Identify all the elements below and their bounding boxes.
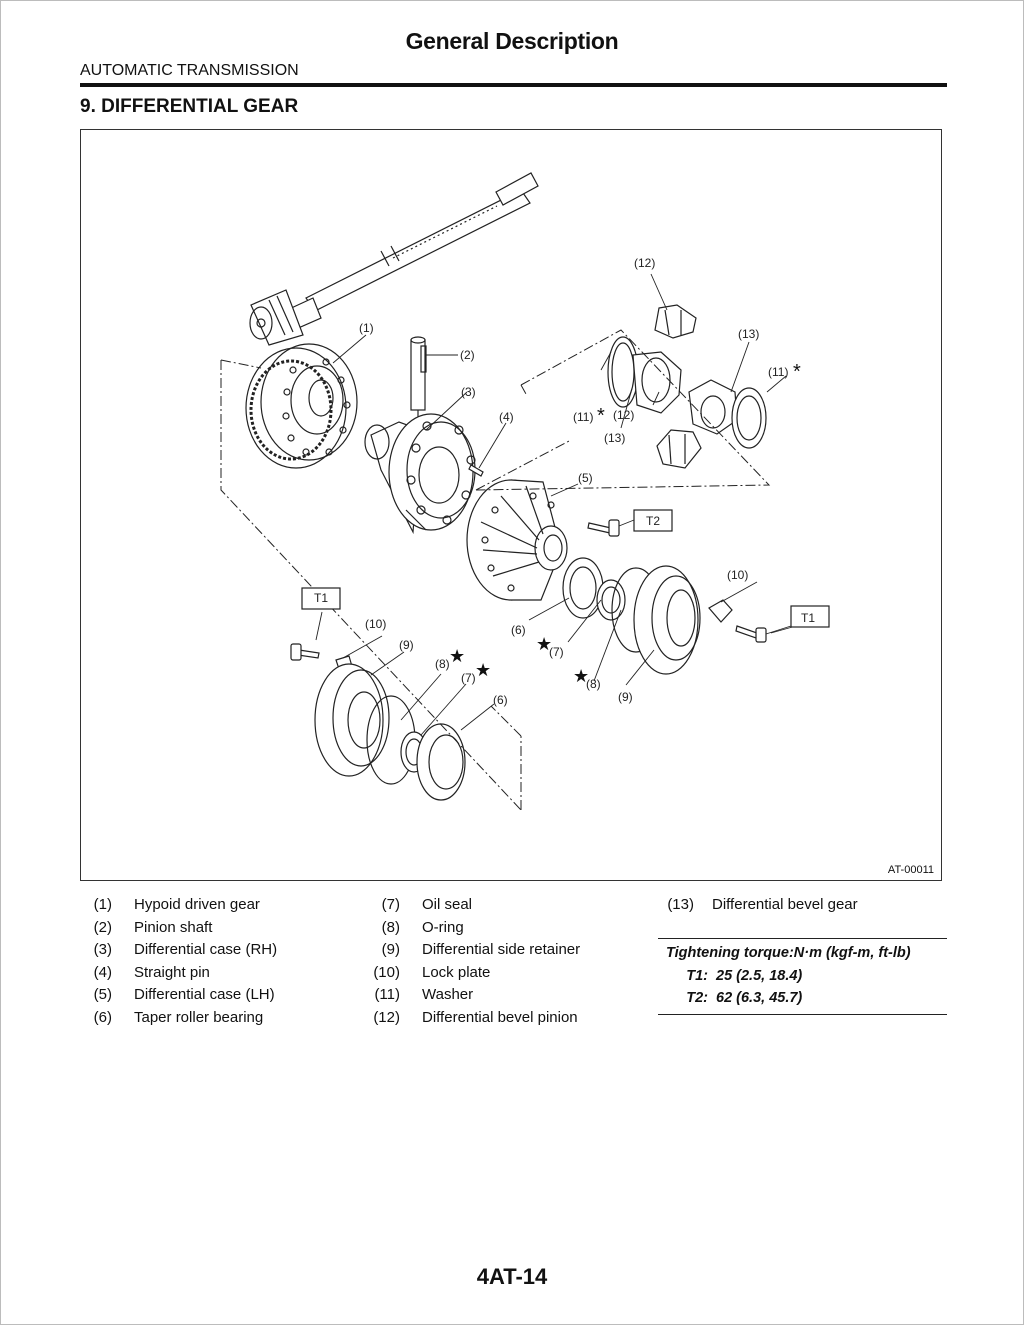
asterisk-mark-11-left: * — [597, 405, 605, 427]
callout-13-top: (13) — [738, 327, 759, 341]
callout-3: (3) — [461, 385, 476, 399]
legend-text: Taper roller bearing — [134, 1008, 264, 1026]
page-header-title: General Description — [405, 28, 619, 54]
legend-text: Differential bevel gear — [712, 896, 858, 913]
torque-tag-box-t2 — [633, 509, 673, 532]
torque-title: Tightening torque:N·m (kgf-m, ft-lb) — [666, 945, 911, 961]
legend-text: Lock plate — [422, 963, 491, 981]
diagram-drawing: (1) (2) (3) (4) (5) (6) (7) (8) (9) (10)… — [220, 172, 830, 811]
callout-7-right: (7) — [549, 645, 564, 659]
callout-8-right: (8) — [586, 677, 601, 691]
straight-pin-drawing — [468, 464, 484, 477]
legend-text: Differential case (RH) — [134, 941, 278, 959]
torque-tag-box-t1-left — [301, 587, 341, 610]
callout-10-right: (10) — [727, 568, 748, 582]
callout-7-left: (7) — [461, 671, 476, 685]
legend-text: Differential case (LH) — [134, 986, 275, 1004]
callout-5: (5) — [578, 471, 593, 485]
chapter-label: AUTOMATIC TRANSMISSION — [80, 62, 299, 79]
legend-number: (3) — [93, 941, 112, 959]
page-number: 4AT-14 — [476, 1264, 548, 1289]
legend-text: Pinion shaft — [134, 918, 213, 936]
right-bearing-group-drawing — [562, 557, 767, 675]
callout-6-right: (6) — [511, 623, 526, 637]
exploded-diagram: (1) (2) (3) (4) (5) (6) (7) (8) (9) (10)… — [80, 129, 942, 881]
callout-10-left: (10) — [365, 617, 386, 631]
legend-text: Straight pin — [134, 963, 210, 981]
figure-id: AT-00011 — [887, 864, 934, 876]
star-mark-7-left: ★ — [475, 660, 491, 680]
callout-9-left: (9) — [399, 638, 414, 652]
torque-value: 62 (6.3, 45.7) — [716, 990, 803, 1006]
legend-number: (8) — [381, 918, 400, 936]
legend-number: (6) — [93, 1008, 112, 1026]
callout-9-right: (9) — [618, 690, 633, 704]
torque-tag-t2: T2 — [646, 514, 660, 528]
bolt-t2-drawing — [587, 519, 620, 537]
torque-key: T1: — [686, 967, 708, 984]
legend-number: (9) — [381, 941, 400, 959]
torque-value: 25 (2.5, 18.4) — [716, 967, 803, 984]
torque-tag-t1-right: T1 — [801, 611, 815, 625]
callout-12-bottom: (12) — [613, 408, 634, 422]
legend-number: (4) — [93, 963, 112, 981]
callout-13-bottom: (13) — [604, 431, 625, 445]
legend-text: Washer — [422, 986, 474, 1004]
legend-text: Differential side retainer — [422, 941, 581, 959]
callout-4: (4) — [499, 410, 514, 424]
callout-2: (2) — [460, 348, 475, 362]
differential-case-lh-drawing — [466, 479, 568, 601]
callout-12-top: (12) — [634, 256, 655, 270]
legend-number: (13) — [667, 896, 694, 913]
callout-11-left: (11) — [573, 410, 593, 424]
star-mark-8-left: ★ — [449, 646, 465, 666]
pinion-shaft-drawing — [410, 336, 427, 418]
torque-row: T1: 25 (2.5, 18.4) — [658, 965, 947, 988]
callout-11-right: (11) — [768, 365, 788, 379]
header-rule — [80, 83, 947, 87]
torque-row: T2: 62 (6.3, 45.7) — [658, 987, 947, 1010]
star-mark-7-right: ★ — [536, 634, 552, 654]
bevel-gear-set-drawing — [607, 304, 767, 469]
tightening-torque-box: Tightening torque:N·m (kgf-m, ft-lb) T1:… — [658, 938, 947, 1015]
drive-pinion-shaft-drawing — [249, 172, 539, 346]
legend-number: (2) — [93, 918, 112, 936]
callout-6-left: (6) — [493, 693, 508, 707]
legend-number: (7) — [381, 896, 400, 913]
legend-text: O-ring — [422, 918, 464, 936]
asterisk-mark-11-right: * — [793, 361, 801, 383]
torque-tag-t1-left: T1 — [314, 591, 328, 605]
differential-case-rh-drawing — [364, 413, 476, 535]
assembly-phantom-lines — [220, 329, 771, 811]
torque-tag-box-t1-right — [790, 605, 830, 628]
section-title: 9. DIFFERENTIAL GEAR — [80, 96, 299, 117]
callout-8-left: (8) — [435, 657, 450, 671]
legend-text: Differential bevel pinion — [422, 1008, 578, 1026]
callout-1: (1) — [359, 321, 374, 335]
callout-leaders — [315, 273, 797, 736]
legend-text: Hypoid driven gear — [134, 896, 260, 913]
legend-number: (1) — [93, 896, 112, 913]
legend-number: (12) — [373, 1008, 400, 1026]
legend-number: (5) — [93, 986, 112, 1004]
left-retainer-group-drawing — [290, 643, 466, 801]
hypoid-driven-gear-drawing — [245, 343, 358, 469]
legend-text: Oil seal — [422, 896, 473, 913]
torque-key: T2: — [686, 990, 708, 1006]
legend-number: (10) — [373, 963, 400, 981]
star-mark-8-right: ★ — [573, 666, 589, 686]
legend-number: (11) — [374, 986, 400, 1004]
